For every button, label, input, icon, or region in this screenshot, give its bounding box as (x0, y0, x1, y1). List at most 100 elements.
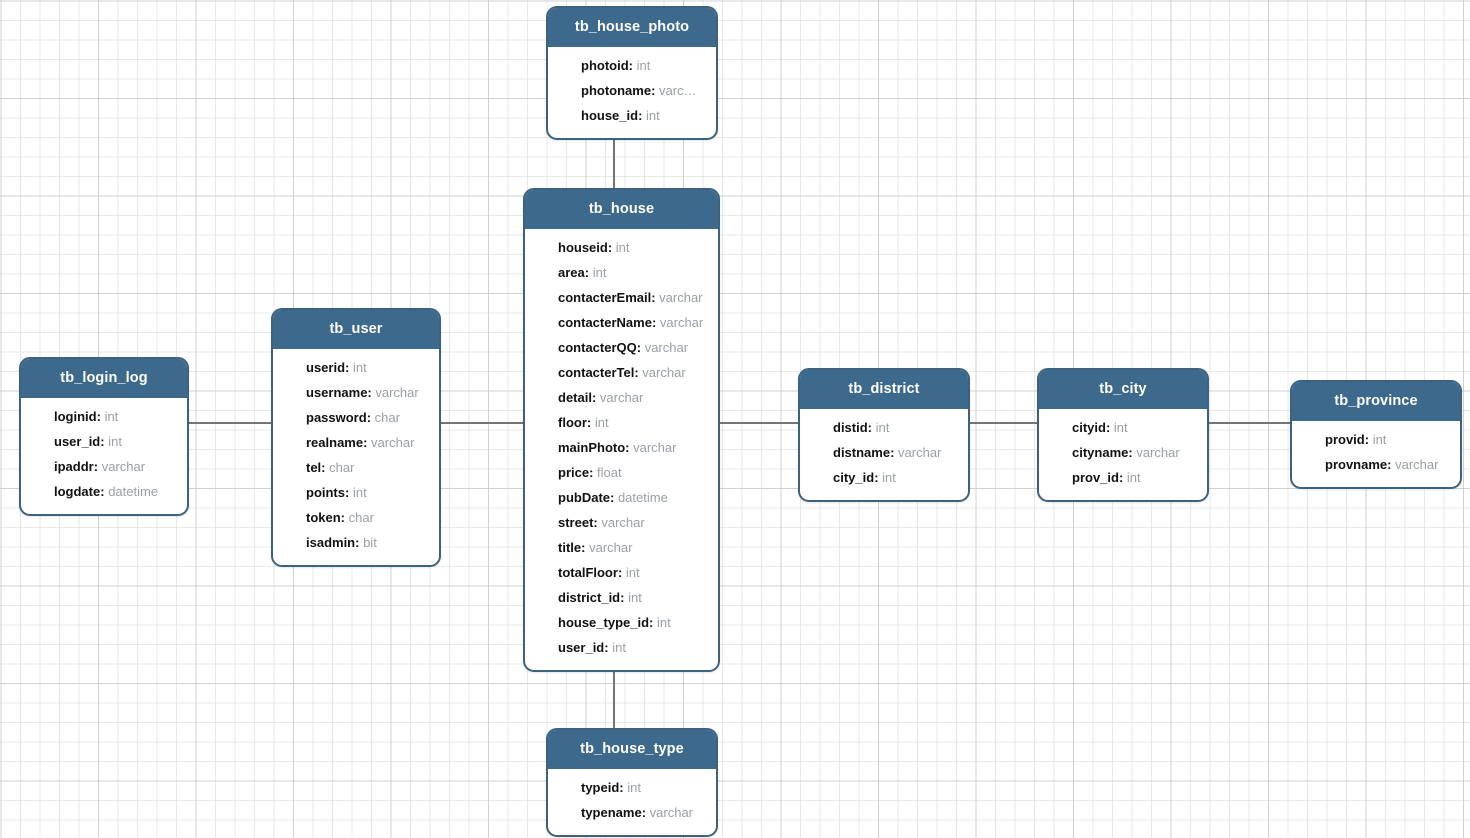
field-separator: : (345, 359, 353, 375)
field-name: house_type_id (558, 614, 650, 630)
entity-title-tb_house: tb_house (525, 190, 718, 229)
field-type: char (348, 509, 374, 525)
field-row[interactable]: user_id: int (525, 635, 718, 660)
field-separator: : (628, 57, 637, 73)
field-row[interactable]: ipaddr: varchar (21, 454, 187, 479)
field-row[interactable]: contacterEmail: varchar (525, 285, 718, 310)
field-name: logdate (54, 483, 101, 499)
entity-title-tb_province: tb_province (1292, 382, 1460, 421)
field-row[interactable]: totalFloor: int (525, 560, 718, 585)
field-row[interactable]: contacterName: varchar (525, 310, 718, 335)
field-row[interactable]: city_id: int (800, 465, 968, 490)
field-row[interactable]: photoid: int (548, 53, 716, 78)
field-row[interactable]: username: varchar (273, 380, 439, 405)
field-row[interactable]: userid: int (273, 355, 439, 380)
field-name: street (558, 514, 594, 530)
field-row[interactable]: isadmin: bit (273, 530, 439, 555)
field-row[interactable]: mainPhoto: varchar (525, 435, 718, 460)
field-row[interactable]: distname: varchar (800, 440, 968, 465)
field-type: int (656, 614, 671, 630)
field-separator: : (93, 458, 102, 474)
field-row[interactable]: cityid: int (1039, 415, 1207, 440)
field-name: detail (558, 389, 592, 405)
field-name: username (306, 384, 368, 400)
field-row[interactable]: contacterTel: varchar (525, 360, 718, 385)
field-name: houseid (558, 239, 608, 255)
field-separator: : (345, 484, 353, 500)
field-name: user_id (558, 639, 605, 655)
field-row[interactable]: provid: int (1292, 427, 1460, 452)
field-type: datetime (617, 489, 668, 505)
field-row[interactable]: cityname: varchar (1039, 440, 1207, 465)
field-name: user_id (54, 433, 101, 449)
field-separator: : (367, 384, 376, 400)
field-type: int (646, 107, 660, 123)
field-row[interactable]: area: int (525, 260, 718, 285)
field-name: typeid (581, 779, 620, 795)
field-type: int (627, 779, 641, 795)
field-separator: : (649, 614, 657, 630)
field-separator: : (1128, 444, 1137, 460)
field-row[interactable]: contacterQQ: varchar (525, 335, 718, 360)
field-row[interactable]: password: char (273, 405, 439, 430)
field-type: int (615, 239, 630, 255)
field-row[interactable]: typeid: int (548, 775, 716, 800)
field-type: int (1113, 419, 1128, 435)
entity-title-tb_district: tb_district (800, 370, 968, 409)
field-name: house_id (581, 107, 639, 123)
field-row[interactable]: loginid: int (21, 404, 187, 429)
field-separator: : (584, 264, 593, 280)
field-row[interactable]: distid: int (800, 415, 968, 440)
field-row[interactable]: user_id: int (21, 429, 187, 454)
field-row[interactable]: price: float (525, 460, 718, 485)
field-name: loginid (54, 408, 97, 424)
field-row[interactable]: photoname: varc… (548, 78, 716, 103)
field-name: realname (306, 434, 364, 450)
field-row[interactable]: pubDate: datetime (525, 485, 718, 510)
field-row[interactable]: street: varchar (525, 510, 718, 535)
field-row[interactable]: points: int (273, 480, 439, 505)
field-row[interactable]: logdate: datetime (21, 479, 187, 504)
field-row[interactable]: house_id: int (548, 103, 716, 128)
field-row[interactable]: prov_id: int (1039, 465, 1207, 490)
field-row[interactable]: detail: varchar (525, 385, 718, 410)
field-name: area (558, 264, 585, 280)
field-name: provname (1325, 456, 1388, 472)
field-separator: : (363, 434, 372, 450)
field-separator: : (651, 314, 660, 330)
field-row[interactable]: district_id: int (525, 585, 718, 610)
field-name: distid (833, 419, 868, 435)
field-separator: : (96, 408, 105, 424)
field-row[interactable]: house_type_id: int (525, 610, 718, 635)
field-name: mainPhoto (558, 439, 626, 455)
field-row[interactable]: provname: varchar (1292, 452, 1460, 477)
field-type: int (104, 408, 119, 424)
entity-title-tb_login_log: tb_login_log (21, 359, 187, 398)
field-separator: : (321, 459, 330, 475)
entity-title-tb_house_photo: tb_house_photo (548, 8, 716, 47)
field-row[interactable]: tel: char (273, 455, 439, 480)
field-row[interactable]: houseid: int (525, 235, 718, 260)
field-name: contacterTel (558, 364, 635, 380)
field-row[interactable]: realname: varchar (273, 430, 439, 455)
field-separator: : (651, 82, 660, 98)
field-row[interactable]: floor: int (525, 410, 718, 435)
field-type: varchar (601, 514, 645, 530)
field-separator: : (100, 483, 109, 499)
field-row[interactable]: typename: varchar (548, 800, 716, 825)
field-row[interactable]: title: varchar (525, 535, 718, 560)
field-row[interactable]: token: char (273, 505, 439, 530)
